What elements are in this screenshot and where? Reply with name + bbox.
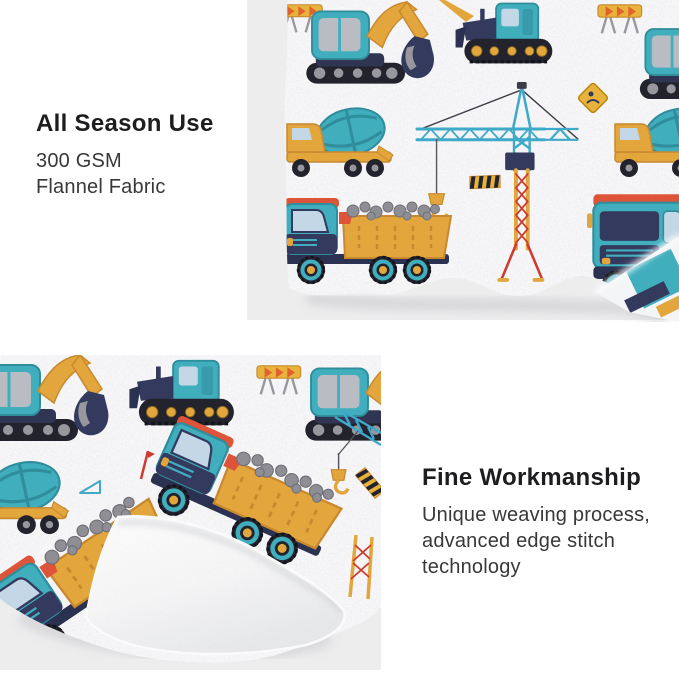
blanket-shadow: [306, 292, 669, 322]
feature-detail: advanced edge stitch: [422, 530, 616, 552]
blanket-photo-top: [284, 0, 679, 322]
survey-marker: [139, 450, 155, 480]
feature-title: All Season Use: [36, 110, 214, 137]
blanket-photo-bottom: [0, 355, 381, 670]
feature-detail: 300 GSM: [36, 150, 122, 172]
feature-detail: technology: [422, 556, 521, 578]
folded-corner-underside: [84, 515, 346, 656]
feature-detail: Unique weaving process,: [422, 504, 651, 526]
feature-text-all-season: All Season Use 300 GSM Flannel Fabric: [36, 110, 214, 200]
crane-arm-fragment: [439, 0, 474, 22]
feature-title: Fine Workmanship: [422, 464, 642, 491]
crane-jib-fragment: [334, 408, 381, 456]
feature-detail: Flannel Fabric: [36, 176, 166, 198]
construction-pattern: [0, 355, 381, 670]
construction-pattern: [284, 0, 679, 300]
crane-mast-fragment: [348, 534, 374, 600]
feature-text-workmanship: Fine Workmanship Unique weaving process,…: [422, 464, 650, 580]
